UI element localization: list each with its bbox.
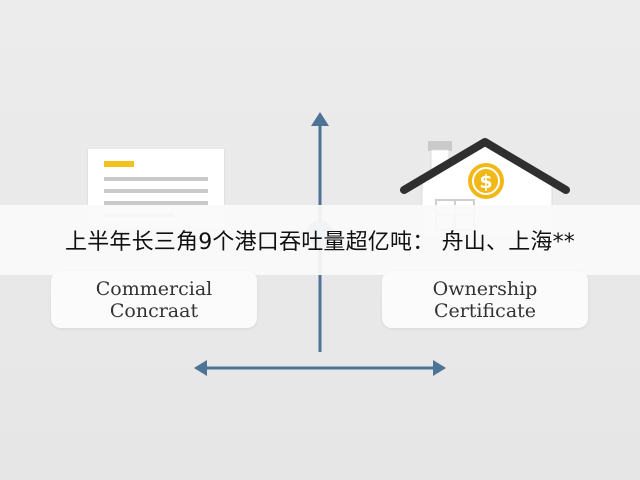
document-accent-bar (104, 161, 134, 167)
vertical-axis-arrowhead (311, 112, 329, 126)
headline-banner: 上半年长三角9个港口吞吐量超亿吨： 舟山、上海** (0, 205, 640, 275)
ownership-certificate-label-line1: Ownership (432, 277, 538, 300)
document-line (104, 201, 208, 205)
commercial-contract-label-line2: Concraat (109, 299, 199, 322)
horizontal-axis-left-arrowhead (194, 360, 207, 376)
ownership-certificate-label-line2: Certificate (433, 299, 537, 322)
dollar-coin-icon: $ (468, 163, 504, 199)
document-line (104, 189, 208, 193)
commercial-contract-card: Commercial Concraat (51, 271, 257, 328)
commercial-contract-label-line1: Commercial (95, 277, 213, 300)
ownership-certificate-card: Ownership Certificate (382, 271, 588, 328)
document-line (104, 177, 208, 181)
headline-text: 上半年长三角9个港口吞吐量超亿吨： 舟山、上海** (65, 230, 575, 255)
svg-text:$: $ (479, 171, 492, 193)
horizontal-axis-right-arrowhead (433, 360, 446, 376)
